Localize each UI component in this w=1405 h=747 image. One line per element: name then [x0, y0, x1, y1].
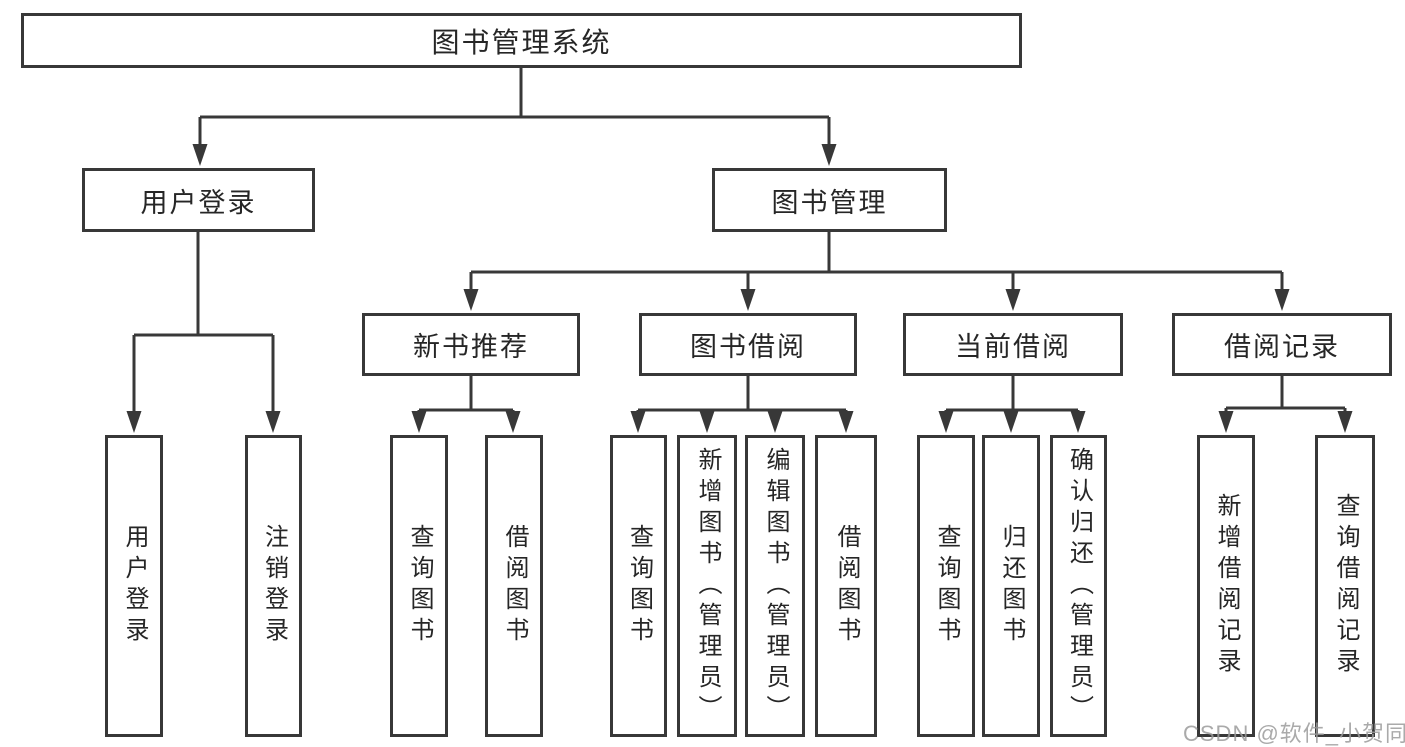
- leaf-return-books: 归还图书: [982, 435, 1040, 737]
- leaf-query-borrow-record: 查询借阅记录: [1315, 435, 1375, 737]
- leaf-logout: 注销登录: [245, 435, 302, 737]
- connector-user-login-split: [132, 232, 275, 417]
- leaf-user-login: 用户登录: [105, 435, 163, 737]
- node-user-login: 用户登录: [82, 168, 315, 232]
- connector-current-borrow-split: [944, 376, 1080, 418]
- node-current-borrow: 当前借阅: [903, 313, 1123, 376]
- leaf-borrow-books-recommend: 借阅图书: [485, 435, 543, 737]
- node-book-borrow: 图书借阅: [639, 313, 857, 376]
- connector-root-to-level2: [198, 68, 831, 150]
- connector-new-book-split: [417, 376, 515, 418]
- connector-book-borrow-split: [636, 376, 848, 418]
- leaf-query-books-current: 查询图书: [917, 435, 975, 737]
- leaf-borrow-books: 借阅图书: [815, 435, 877, 737]
- csdn-watermark: CSDN @软件_小贺同学: [1183, 721, 1405, 746]
- leaf-add-borrow-record: 新增借阅记录: [1197, 435, 1255, 737]
- node-borrow-records: 借阅记录: [1172, 313, 1392, 376]
- node-book-management: 图书管理: [712, 168, 947, 232]
- leaf-add-book-admin: 新增图书（管理员）: [677, 435, 737, 737]
- node-new-book-recommend: 新书推荐: [362, 313, 580, 376]
- connector-book-management-split: [469, 232, 1284, 295]
- leaf-query-books-borrow: 查询图书: [610, 435, 667, 737]
- node-library-management-system: 图书管理系统: [21, 13, 1022, 68]
- connector-borrow-records-split: [1224, 376, 1347, 418]
- leaf-query-books-recommend: 查询图书: [390, 435, 448, 737]
- leaf-edit-book-admin: 编辑图书（管理员）: [745, 435, 805, 737]
- leaf-confirm-return-admin: 确认归还（管理员）: [1050, 435, 1107, 737]
